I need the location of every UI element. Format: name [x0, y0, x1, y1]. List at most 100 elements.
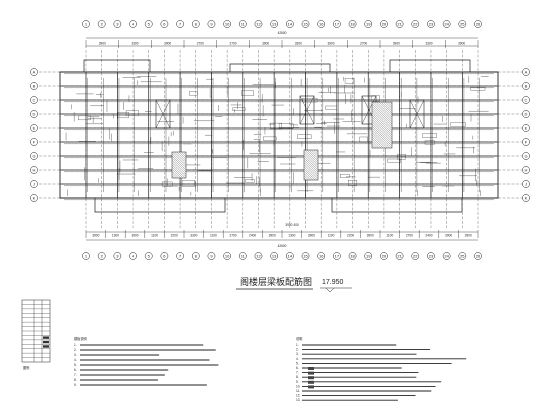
axis-bottom-bubble-label: 6	[163, 253, 166, 258]
dimension-value: 1100	[328, 234, 335, 238]
beam-lines	[60, 71, 498, 200]
note-number: 2.	[74, 348, 77, 352]
hatch-stroke	[371, 139, 381, 149]
shaft-opening	[155, 99, 171, 129]
axis-top-bubble-circle	[442, 20, 451, 28]
dimension-value: 2200	[171, 234, 178, 238]
axis-left-bubble-label: K	[33, 195, 36, 200]
hatch-stroke	[303, 160, 319, 175]
beam-label-box	[270, 122, 282, 130]
axis-top-bubble-circle	[113, 20, 122, 28]
axis-left-bubble-label: F	[33, 139, 36, 144]
axis-left-bubble-label: D	[33, 111, 36, 116]
rebar-symbol	[308, 376, 314, 380]
axis-top-bubble-circle	[411, 20, 420, 28]
axis-bottom-bubble-circle	[474, 252, 482, 260]
axis-bottom-bubble-circle	[144, 252, 153, 260]
axis-right-bubble-label: D	[525, 111, 528, 116]
axis-top-bubble-circle	[380, 20, 388, 28]
axis-top-bubble-circle	[191, 20, 200, 28]
hatch-stroke	[378, 101, 393, 116]
axis-bottom-bubble-circle	[223, 252, 231, 260]
note-number: 10.	[296, 384, 301, 388]
axis-bottom-bubble-label: 18	[350, 253, 355, 258]
axis-bottom-bubble-label: 13	[272, 253, 277, 258]
hatch-stroke	[176, 151, 187, 162]
axis-top-bubble-label: 14	[288, 21, 293, 26]
axis-bottom-bubble-label: 23	[429, 253, 434, 258]
axis-top-bubble-circle	[395, 20, 404, 28]
note-number: 7.	[296, 371, 299, 375]
axis-top-bubble-circle	[144, 20, 153, 28]
hatch-stroke	[303, 173, 311, 181]
note-number: 6.	[74, 368, 77, 372]
dimension-value: 3300	[131, 42, 138, 46]
note-number: 6.	[296, 366, 299, 370]
hatch-stroke	[304, 149, 319, 164]
hatch-stroke	[171, 153, 187, 168]
right-notes-block: 说明 1.2.3.4.5.6.7.8.9.10.11.12.13.	[296, 336, 467, 402]
hatch-stroke	[371, 125, 393, 147]
axis-top-bubble-label: 25	[460, 21, 465, 26]
axis-left-bubble-label: B	[33, 83, 36, 88]
rebar-symbol	[308, 385, 314, 389]
legend-table: 图例	[21, 299, 51, 370]
axis-left-bubble-circle	[30, 82, 38, 90]
hatch-stroke	[309, 149, 319, 159]
beam-label-box	[344, 78, 355, 84]
axis-bottom-bubble-circle	[317, 252, 326, 260]
axis-bottom-bubble-label: 2	[101, 253, 104, 258]
dimension-value: 3300	[190, 234, 197, 238]
elevation-value: 17.950	[322, 279, 344, 286]
axis-top-bubble-circle	[301, 20, 310, 28]
balcony-projections	[94, 198, 463, 213]
axis-right-bubble-label: F	[525, 139, 528, 144]
axis-bottom-bubble-circle	[191, 252, 200, 260]
hatch-stroke	[174, 151, 187, 164]
rebar-symbol	[308, 371, 314, 375]
axis-left-bubble-circle	[30, 96, 38, 104]
elevation-marker	[325, 287, 335, 293]
hatch-stroke	[171, 171, 179, 179]
axis-left-bubble-circle	[30, 152, 38, 160]
hatch-stroke	[171, 158, 187, 173]
dimension-value: 3900	[308, 234, 315, 238]
dimension-value: 3900	[465, 234, 472, 238]
hatch-stroke	[303, 162, 319, 177]
note-number: 1.	[296, 343, 299, 347]
hatch-stroke	[171, 175, 175, 179]
beam-label-box	[424, 140, 435, 145]
axis-bottom-bubble-label: 26	[476, 253, 481, 258]
axis-bottom-bubble-circle	[395, 252, 404, 260]
beam-label-box	[359, 136, 368, 143]
beam-label-box	[397, 154, 406, 160]
small-dimension-note: 3900 400	[285, 223, 299, 227]
dimension-value: 2700	[360, 42, 367, 46]
hatch-stroke	[303, 157, 319, 173]
axis-bottom-bubble-label: 7	[179, 253, 182, 258]
roof-projections	[83, 59, 471, 72]
axis-right-bubble-label: H	[525, 167, 528, 172]
axis-bottom-bubble-label: 17	[335, 253, 340, 258]
axis-top-bubble-circle	[207, 20, 216, 28]
beam-label-box	[263, 136, 277, 141]
legend-swatch	[43, 336, 49, 339]
axis-bottom-bubble-circle	[270, 252, 279, 260]
dimension-value: 3900	[99, 42, 106, 46]
axis-bottom-bubble-circle	[160, 252, 169, 260]
axis-right-bubble-label: E	[525, 125, 528, 130]
axis-bottom-bubble-circle	[207, 252, 216, 260]
hatch-stroke	[172, 151, 187, 166]
axis-right-bubble-circle	[522, 180, 530, 188]
dimension-value: 2400	[425, 234, 432, 238]
beam-label-box	[189, 91, 198, 96]
dimension-value: 3300	[295, 42, 302, 46]
hatch-stroke	[371, 128, 392, 149]
axis-left-bubble-label: C	[33, 97, 36, 102]
axis-bottom-bubble-circle	[333, 252, 341, 260]
dimension-value: 3900	[262, 42, 269, 46]
shaft-diagonal	[361, 95, 377, 125]
